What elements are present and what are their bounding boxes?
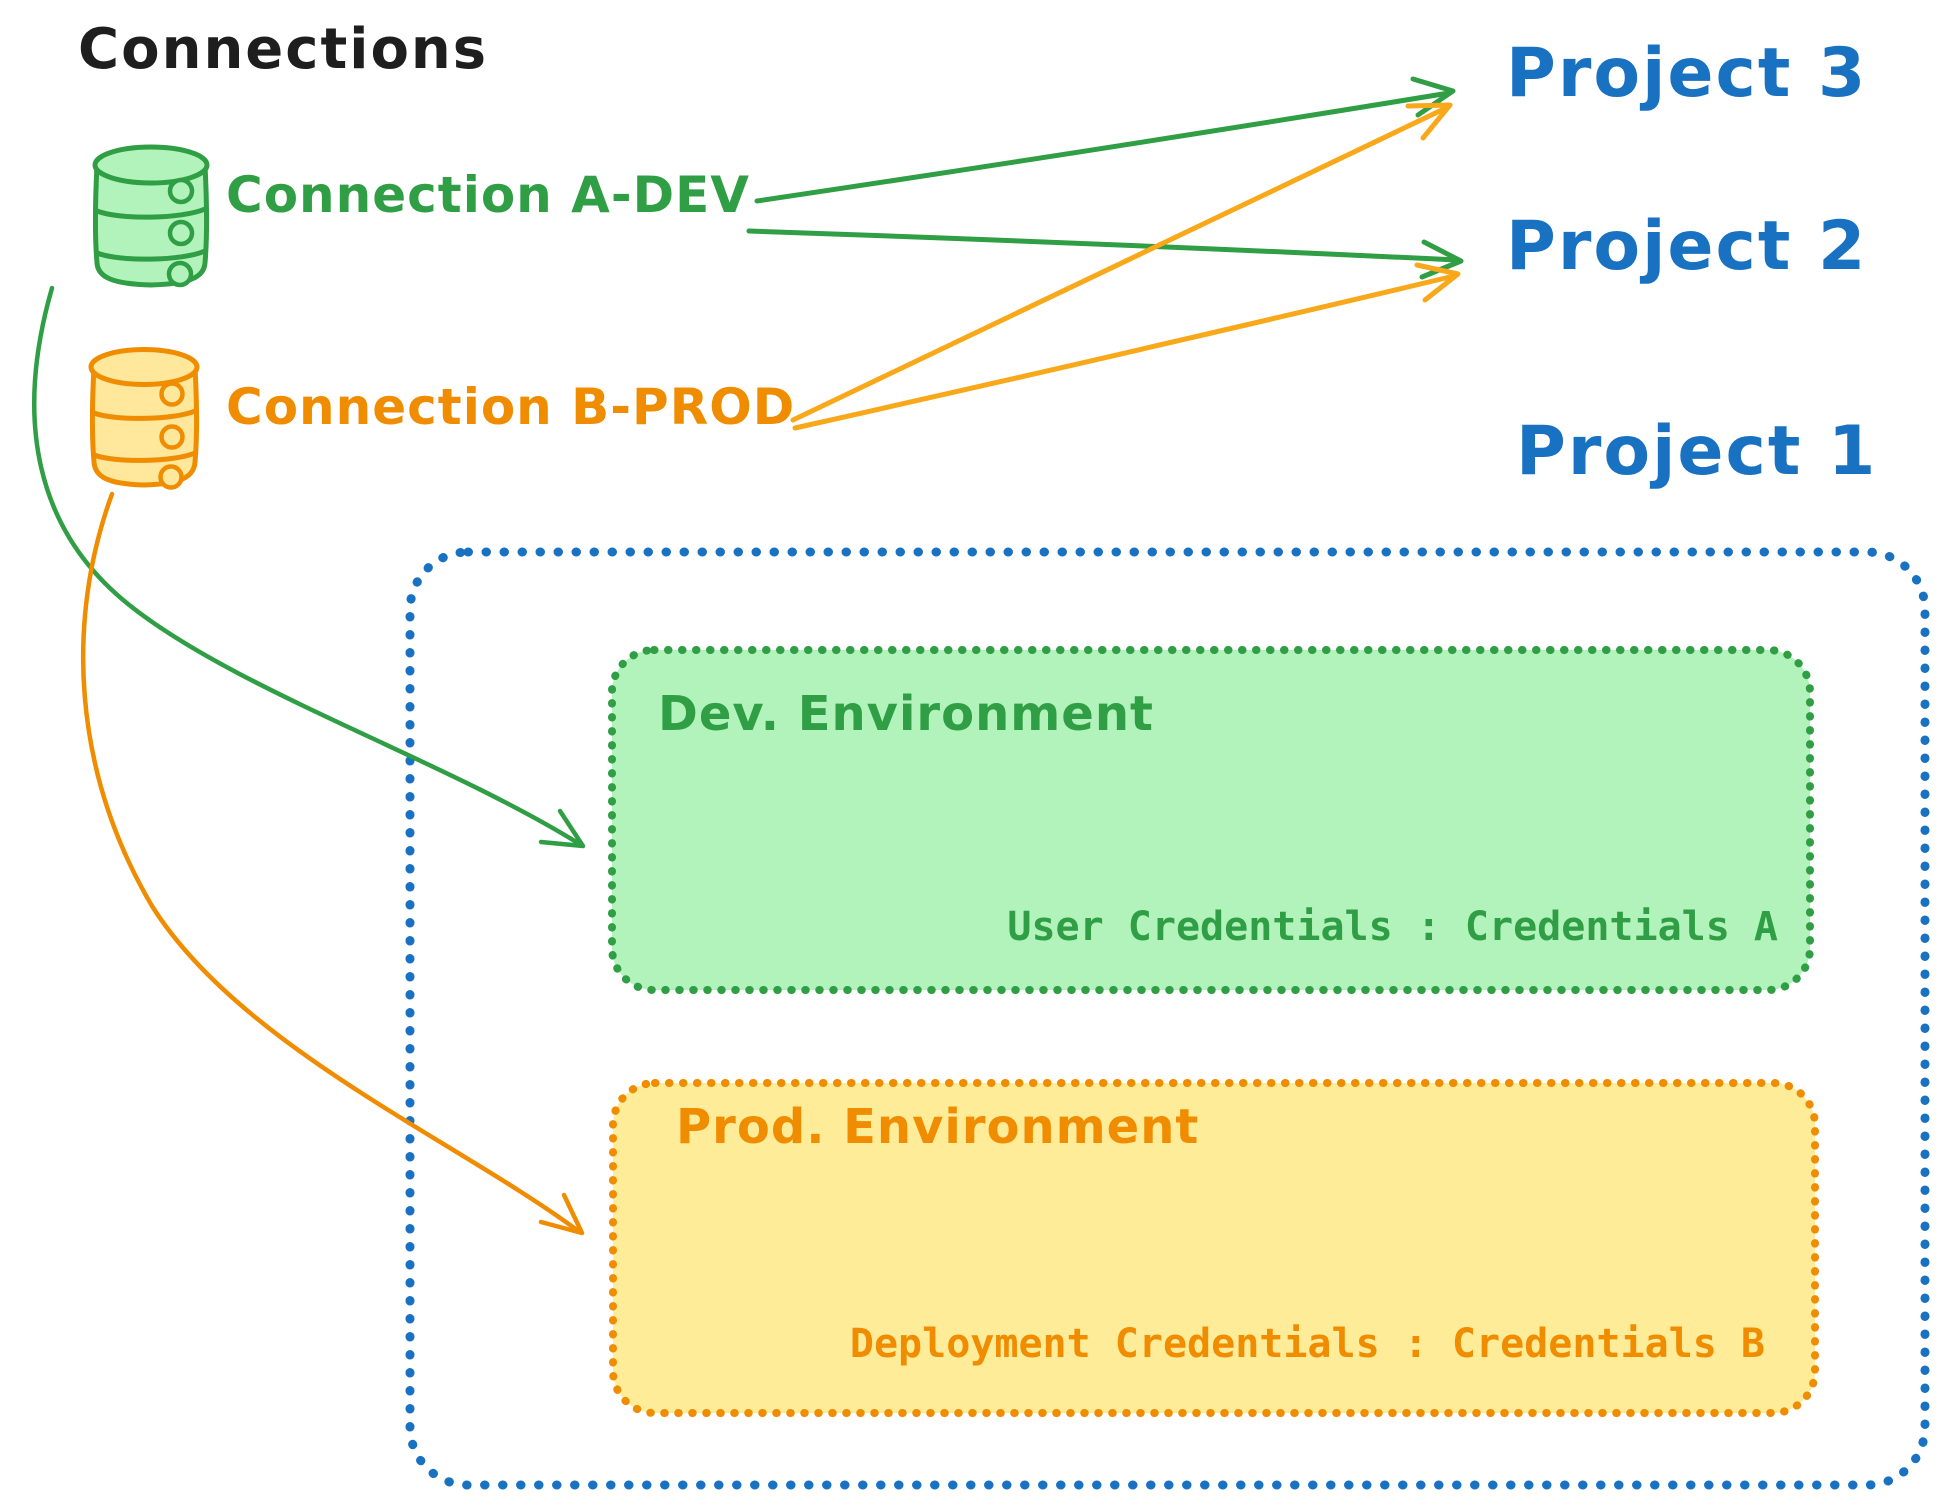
database-icon bbox=[92, 144, 210, 288]
dev-environment-box bbox=[608, 646, 1814, 994]
database-icon bbox=[88, 347, 200, 490]
connection-b-prod-label: Connection B-PROD bbox=[226, 378, 796, 436]
diagram-title: Connections bbox=[78, 17, 489, 82]
arrow-a-dev-to-project-3 bbox=[754, 76, 1456, 204]
arrow-b-prod-to-project-3 bbox=[790, 102, 1453, 423]
dev-environment-credentials: User Credentials : Credentials A bbox=[1007, 904, 1778, 950]
prod-environment-box bbox=[609, 1079, 1819, 1417]
prod-environment-label: Prod. Environment bbox=[676, 1099, 1200, 1155]
project-2-label: Project 2 bbox=[1506, 207, 1868, 286]
project-3-label: Project 3 bbox=[1506, 34, 1868, 113]
connection-a-dev-label: Connection A-DEV bbox=[226, 166, 750, 224]
arrow-b-prod-to-prod-environment bbox=[80, 491, 585, 1236]
project-1-label: Project 1 bbox=[1516, 412, 1878, 491]
prod-environment-credentials: Deployment Credentials : Credentials B bbox=[849, 1321, 1765, 1367]
project-1-container-box bbox=[405, 547, 1930, 1490]
arrow-a-dev-to-project-2 bbox=[746, 228, 1464, 280]
arrow-a-dev-to-dev-environment bbox=[32, 285, 586, 849]
arrow-b-prod-to-project-2 bbox=[792, 262, 1461, 431]
dev-environment-label: Dev. Environment bbox=[658, 686, 1154, 742]
